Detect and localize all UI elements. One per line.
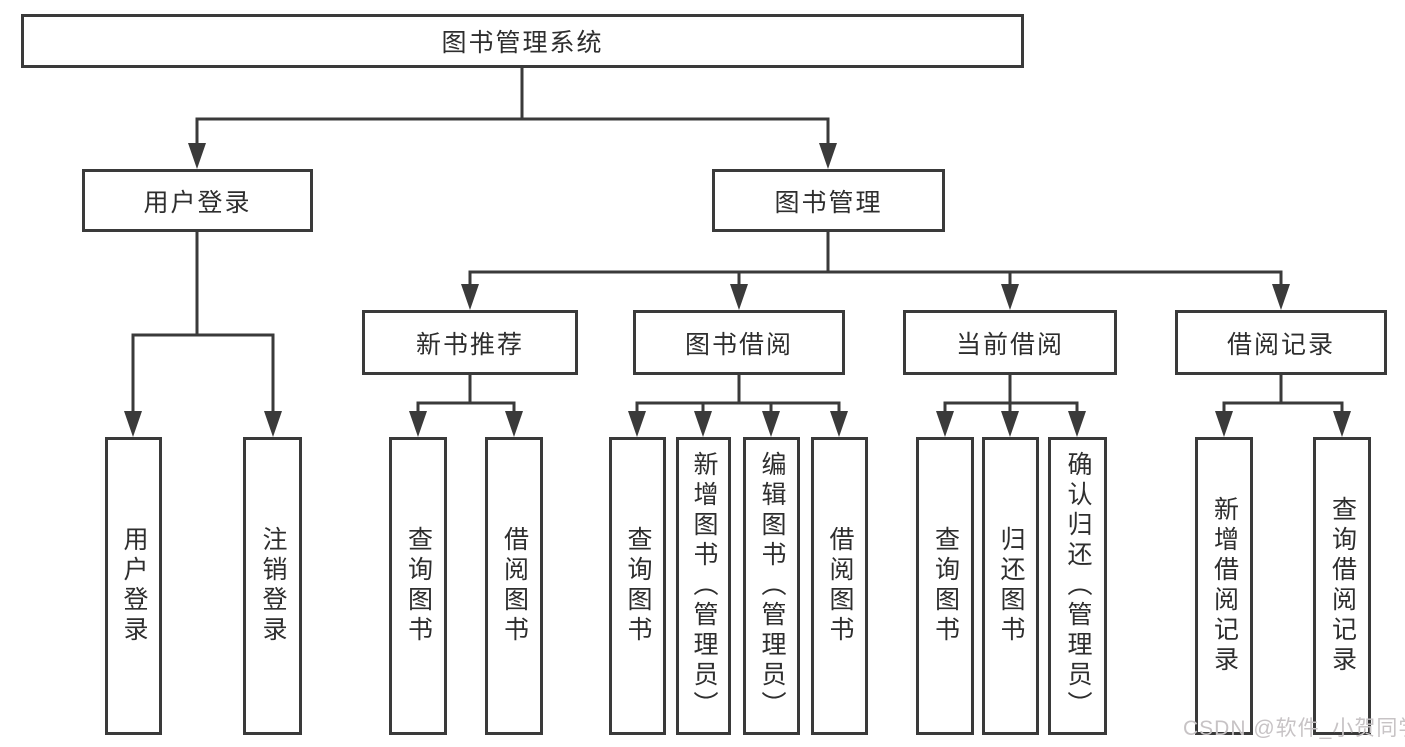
node-root: 图书管理系统 <box>21 14 1024 68</box>
leaf-br-add-record: 新增借阅记录 <box>1195 437 1253 735</box>
leaf-cb-query-books: 查询图书 <box>916 437 974 735</box>
node-book-management: 图书管理 <box>712 169 945 232</box>
leaf-bb-borrow-books: 借阅图书 <box>811 437 868 735</box>
node-new-book-recommend: 新书推荐 <box>362 310 578 375</box>
leaf-br-query-record: 查询借阅记录 <box>1313 437 1371 735</box>
watermark-text: CSDN @软件_小贺同学 <box>1183 717 1405 740</box>
leaf-logout: 注销登录 <box>243 437 302 735</box>
leaf-nb-borrow-books: 借阅图书 <box>485 437 543 735</box>
node-user-login: 用户登录 <box>82 169 313 232</box>
leaf-cb-return-books: 归还图书 <box>982 437 1039 735</box>
leaf-bb-query-books: 查询图书 <box>609 437 666 735</box>
node-current-borrow: 当前借阅 <box>903 310 1117 375</box>
node-borrow-records: 借阅记录 <box>1175 310 1387 375</box>
leaf-user-login: 用户登录 <box>105 437 162 735</box>
leaf-cb-confirm-return-admin: 确认归还（管理员） <box>1048 437 1107 735</box>
leaf-bb-add-books-admin: 新增图书（管理员） <box>676 437 731 735</box>
node-book-borrow: 图书借阅 <box>633 310 845 375</box>
leaf-bb-edit-books-admin: 编辑图书（管理员） <box>743 437 800 735</box>
leaf-nb-query-books: 查询图书 <box>389 437 447 735</box>
